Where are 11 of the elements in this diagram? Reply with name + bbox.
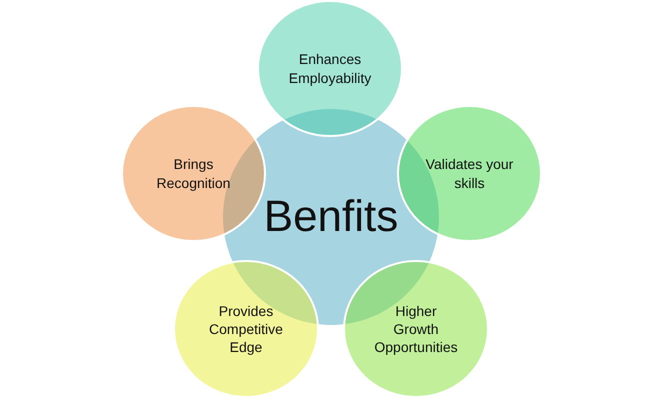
circle-label: Provides Competitive Edge bbox=[209, 302, 283, 356]
benefit-circle bbox=[173, 260, 319, 398]
circle-label: Higher Growth Opportunities bbox=[374, 302, 458, 356]
hub-title: Benfits bbox=[264, 192, 398, 242]
benefit-circle bbox=[257, 0, 403, 137]
benefit-circle bbox=[121, 105, 266, 242]
circle-label: Brings Recognition bbox=[156, 155, 230, 192]
benefit-circle bbox=[397, 105, 542, 242]
circle-label: Validates your skills bbox=[424, 155, 514, 192]
benefit-circle bbox=[343, 260, 489, 398]
circle-label: Enhances Employability bbox=[288, 50, 372, 87]
